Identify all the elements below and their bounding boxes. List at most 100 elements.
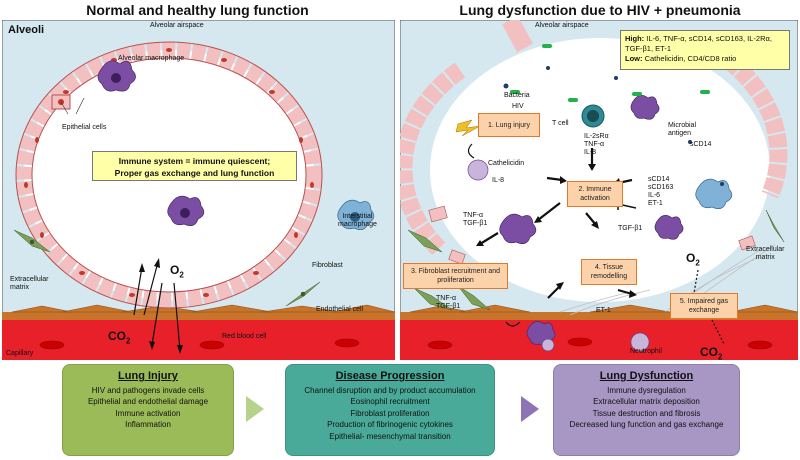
alveoli-label: Alveoli: [8, 24, 45, 36]
lung-dysfunction-item: Immune dysregulation: [607, 385, 686, 395]
tgf-2: TGF-β1: [436, 303, 461, 310]
t-cell-label: T cell: [552, 120, 569, 127]
fibroblast-label: Fibroblast: [312, 262, 343, 269]
hiv-label: HIV: [512, 103, 524, 110]
step5-line-2: exchange: [688, 307, 720, 314]
o2-label: O2: [170, 264, 184, 281]
cytokine-1: IL-2sRα: [584, 133, 609, 140]
cytokine-3: IL-8: [584, 149, 597, 156]
interstitial-line-2: macrophage: [338, 221, 377, 228]
right-ecm-line-1: Extracellular: [746, 246, 785, 253]
step2-line-2: activation: [580, 195, 610, 202]
right-o2-label: O2: [686, 252, 700, 269]
right-panel-title: Lung dysfunction due to HIV + pneumonia: [459, 2, 741, 18]
lung-dysfunction-item: Extracellular matrix deposition: [593, 397, 700, 406]
lung-dysfunction-title: Lung Dysfunction: [599, 370, 694, 382]
low-biomarkers: Low: Cathelicidin, CD4/CD8 ratio: [625, 54, 785, 64]
step4-line-1: 4. Tissue: [594, 264, 623, 271]
alveolar-airspace-label: Alveolar airspace: [150, 22, 204, 29]
alveolar-macrophage-label: Alveolar macrophage: [118, 55, 185, 62]
step2-line-1: 2. Immune: [578, 186, 612, 193]
lung-injury-item: Immune activation: [115, 408, 181, 418]
right-ecm-label: Extracellular matrix: [746, 246, 785, 262]
right-co2-label: CO2: [700, 346, 722, 363]
right-o2-text: O: [686, 251, 696, 265]
disease-progression-title: Disease Progression: [335, 370, 445, 382]
left-panel-title: Normal and healthy lung function: [86, 2, 309, 18]
lung-injury-item: Epithelial and endothelial damage: [87, 397, 209, 406]
step-fibroblast-recruitment: 3. Fibroblast recruitment and proliferat…: [403, 263, 508, 289]
disease-progression-item: Fibroblast proliferation: [350, 408, 430, 418]
immune-box-line-1: Immune system = immune quiescent;: [118, 156, 271, 166]
lung-injury-card: Lung Injury HIV and pathogens invade cel…: [62, 364, 234, 456]
lung-injury-title: Lung Injury: [118, 370, 178, 382]
marker-1: sCD14: [648, 176, 670, 183]
right-ecm-line-2: matrix: [755, 254, 775, 261]
interstitial-line-1: Interstitial: [342, 213, 373, 220]
right-co2-text: CO: [700, 345, 718, 359]
marker-2: sCD163: [648, 184, 674, 191]
marker-4: ET-1: [648, 200, 663, 207]
right-o2-subscript: 2: [695, 258, 700, 268]
disease-progression-item: Production of fibrinogenic cytokines: [327, 420, 453, 429]
step-impaired-gas-exchange: 5. Impaired gas exchange: [670, 293, 738, 319]
t-cell-cytokines: IL-2sRα TNF-α IL-8: [584, 133, 609, 157]
microbial-antigen-label: Microbial antigen: [668, 122, 696, 138]
et1-label: ET-1: [596, 307, 611, 314]
lung-injury-item: Inflammation: [125, 420, 171, 429]
immune-quiescent-box: Immune system = immune quiescent; Proper…: [92, 151, 297, 181]
tgf-label: TGF-β1: [618, 225, 643, 232]
biomarker-box: High: IL-6, TNF-α, sCD14, sCD163, IL-2Rα…: [620, 30, 790, 70]
ecm-line-1: Extracellular: [10, 276, 49, 283]
interstitial-macrophage-label: Interstitial macrophage: [338, 213, 377, 229]
extracellular-matrix-label: Extracellular matrix: [10, 276, 49, 292]
tgf-1: TGF-β1: [463, 220, 488, 227]
tnf-2: TNF-α: [436, 295, 456, 302]
co2-text: CO: [108, 329, 126, 343]
il8-label: IL-8: [492, 177, 505, 184]
lung-dysfunction-item: Decreased lung function and gas exchange: [569, 420, 724, 429]
tnf-1: TNF-α: [463, 212, 483, 219]
o2-text: O: [170, 263, 180, 277]
lung-injury-item: HIV and pathogens invade cells: [91, 385, 205, 395]
microbial-line-2: antigen: [668, 130, 691, 137]
right-alveolar-airspace-label: Alveolar airspace: [535, 22, 589, 29]
step3-line-2: proliferation: [437, 277, 474, 284]
markers-label: sCD14 sCD163 IL-6 ET-1: [648, 176, 673, 208]
neutrophil-label: Neutrophil: [630, 348, 662, 355]
step3-line-1: 3. Fibroblast recruitment and: [410, 268, 501, 275]
marker-3: IL-6: [648, 192, 661, 199]
epithelial-cells-label: Epithelial cells: [62, 124, 107, 131]
co2-subscript: 2: [126, 336, 131, 346]
arrow-injury-to-progression: [246, 396, 264, 422]
red-blood-cell-label: Red blood cell: [222, 333, 267, 340]
cytokine-2: TNF-α: [584, 141, 604, 148]
low-label: Low:: [625, 54, 643, 63]
tnf-tgf-lower-label: TNF-α TGF-β1: [436, 295, 460, 311]
bacteria-label: Bacteria: [504, 92, 530, 99]
high-biomarkers: High: IL-6, TNF-α, sCD14, sCD163, IL-2Rα…: [625, 34, 785, 54]
endothelial-cell-label: Endothelial cell: [316, 306, 364, 313]
immune-box-line-2: Proper gas exchange and lung function: [114, 168, 275, 178]
disease-progression-item: Eosinophil recruitment: [350, 397, 430, 406]
disease-progression-item: Epithelial- mesenchymal transition: [329, 431, 451, 441]
right-co2-subscript: 2: [718, 352, 723, 362]
ecm-line-2: matrix: [10, 284, 30, 291]
high-label: High:: [625, 34, 645, 43]
cathelicidin-label: Cathelicidin: [488, 160, 525, 167]
disease-progression-item: Channel disruption and by product accumu…: [304, 385, 476, 395]
microbial-line-1: Microbial: [668, 122, 697, 129]
step-immune-activation: 2. Immune activation: [567, 181, 623, 207]
step-tissue-remodelling: 4. Tissue remodelling: [581, 259, 637, 285]
lung-dysfunction-card: Lung Dysfunction Immune dysregulation Ex…: [553, 364, 740, 456]
step5-line-1: 5. Impaired gas: [679, 298, 729, 305]
high-text: IL-6, TNF-α, sCD14, sCD163, IL-2Rα, TGF-…: [625, 34, 772, 53]
tnf-tgf-label: TNF-α TGF-β1: [463, 212, 487, 228]
step-lung-injury: 1. Lung injury: [478, 113, 540, 137]
co2-label: CO2: [108, 330, 130, 347]
lung-dysfunction-item: Tissue destruction and fibrosis: [592, 408, 701, 418]
arrow-progression-to-dysfunction: [521, 396, 539, 422]
scd14-label: sCD14: [690, 141, 712, 148]
capillary-label: Capillary: [6, 350, 34, 357]
low-text: Cathelicidin, CD4/CD8 ratio: [642, 54, 737, 63]
